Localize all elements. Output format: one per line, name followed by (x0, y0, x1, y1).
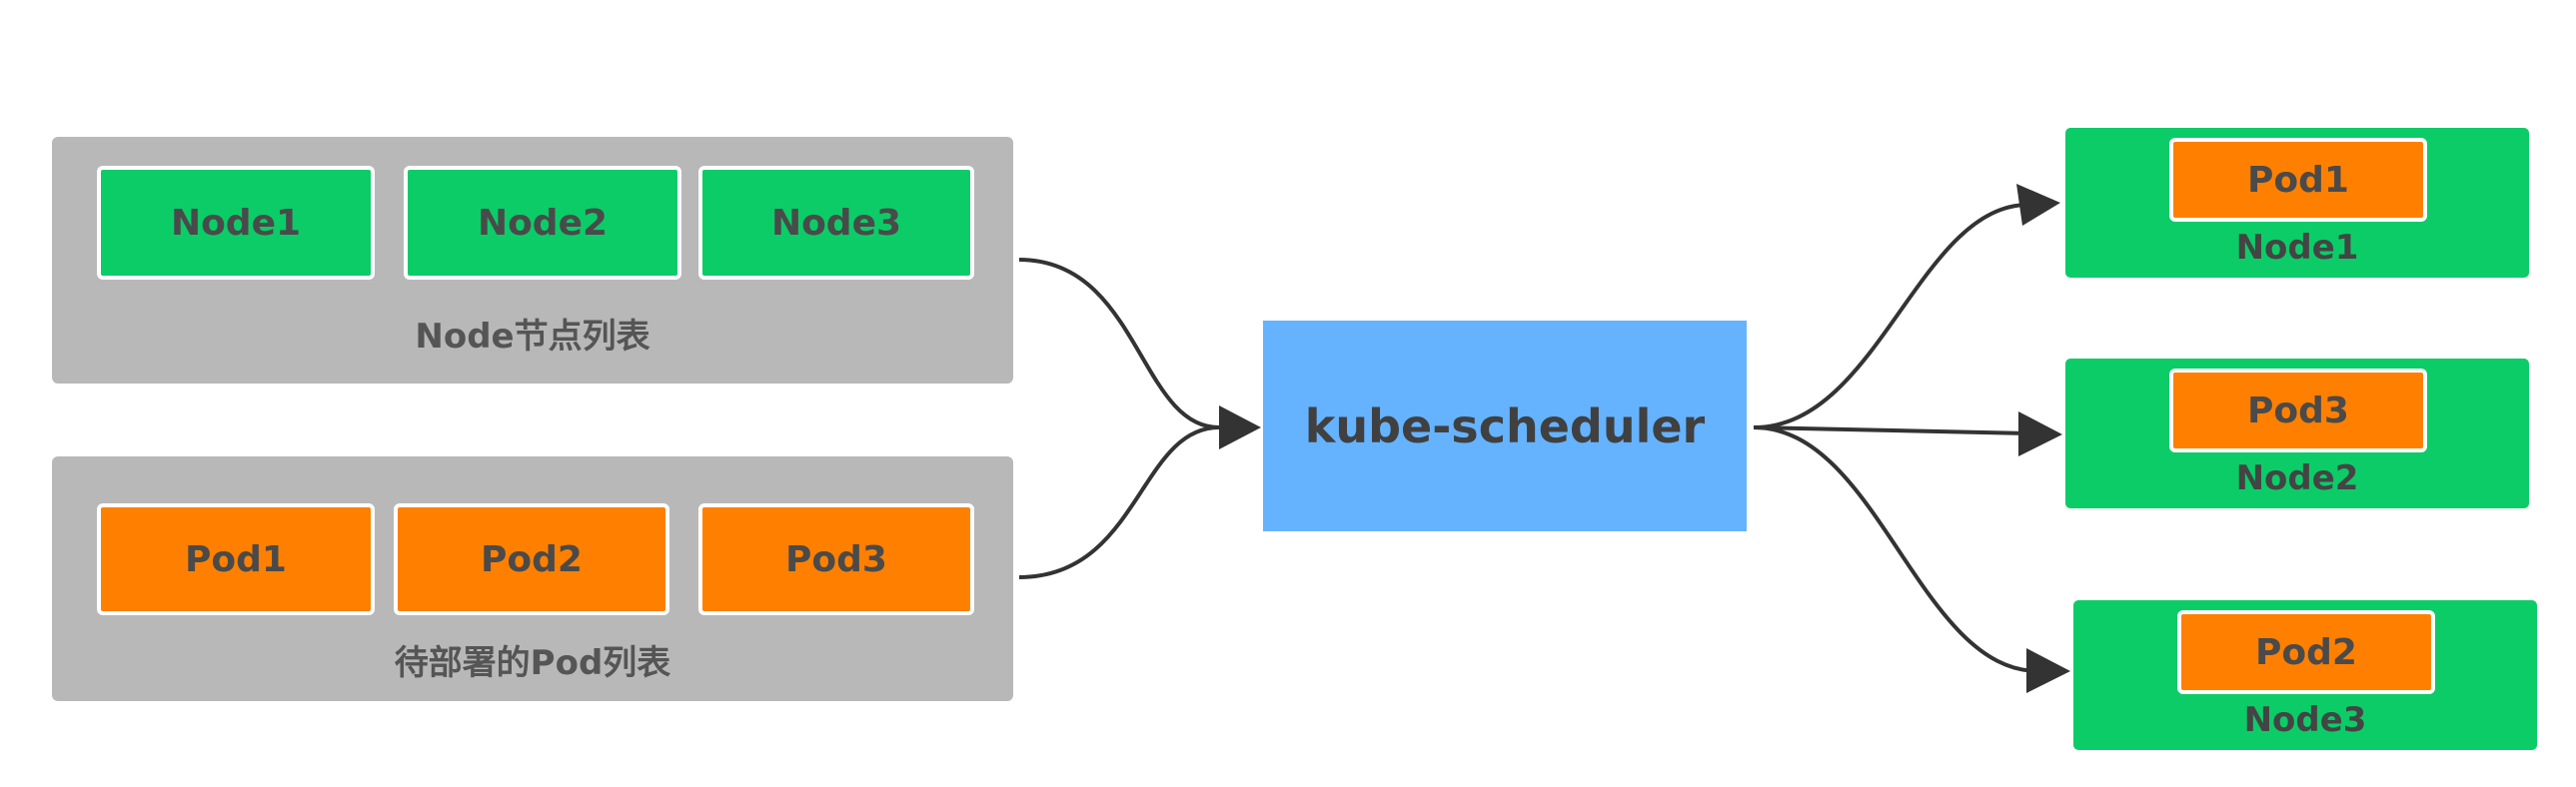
arrowhead-scheduler (1219, 405, 1261, 449)
result-pod3-chip: Pod3 (2169, 369, 2427, 452)
node-list-label: Node节点列表 (415, 317, 650, 357)
result-pod2-chip: Pod2 (2177, 610, 2435, 694)
pod-chip-2: Pod2 (394, 503, 669, 615)
pod-chip-1: Pod1 (97, 503, 375, 615)
result-node2-label: Node2 (2235, 458, 2359, 498)
pod-list-label: 待部署的Pod列表 (394, 643, 671, 683)
arrow-nodes-to-scheduler (1018, 258, 1220, 429)
result-node1-label: Node1 (2235, 228, 2359, 268)
pod-chip-3: Pod3 (698, 503, 974, 615)
arrow-to-node2 (1753, 425, 2029, 435)
node-chip-1: Node1 (97, 166, 375, 280)
result-pod1-chip: Pod1 (2169, 138, 2427, 222)
arrowhead-node3 (2026, 648, 2070, 693)
arrowhead-node1 (2016, 184, 2060, 226)
result-node3-label: Node3 (2243, 700, 2367, 740)
arrow-to-node3 (1753, 425, 2039, 673)
arrow-to-node1 (1753, 203, 2029, 429)
node-chip-3: Node3 (698, 166, 974, 280)
arrowhead-node2 (2018, 411, 2062, 456)
kube-scheduler-box: kube-scheduler (1263, 321, 1747, 531)
arrow-pods-to-scheduler (1018, 425, 1220, 579)
node-chip-2: Node2 (404, 166, 681, 280)
